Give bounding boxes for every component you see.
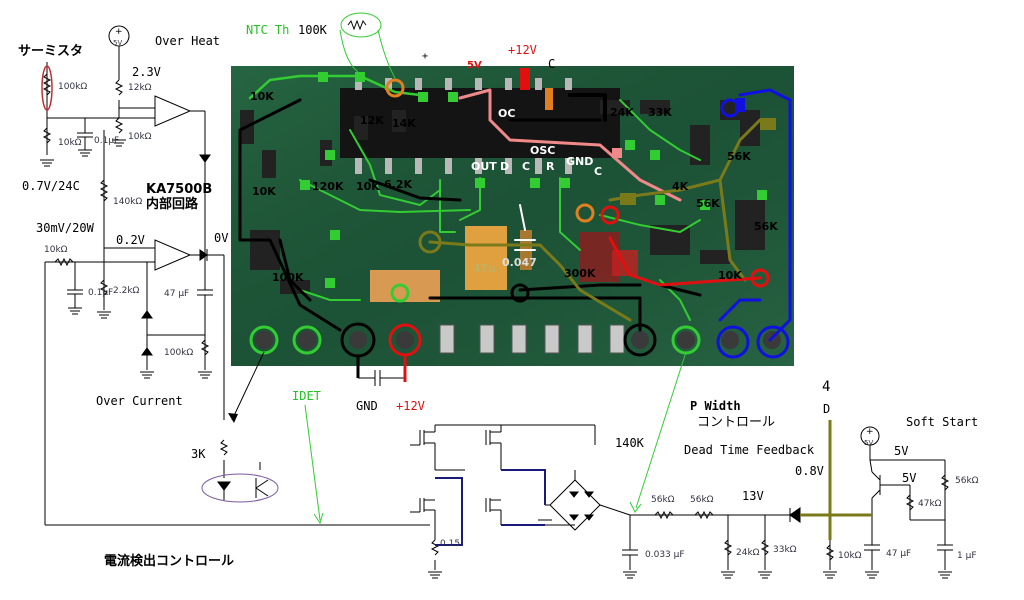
r10k-a-label: 10kΩ [58, 138, 82, 148]
r24k-label: 24kΩ [736, 548, 760, 558]
r10k-c-label: 10kΩ [44, 245, 68, 255]
r2k2-label: 2.2kΩ [113, 286, 140, 296]
svg-text:+: + [115, 27, 123, 37]
r3k-label: 3K [191, 447, 206, 461]
r140k-label: 140kΩ [113, 197, 143, 207]
vcc-5v-right: 5V [864, 439, 874, 447]
left-schematic [40, 25, 420, 526]
pcb-c: C [522, 160, 531, 173]
c01b-label: 0.1μF [88, 288, 114, 298]
v13-label: 13V [742, 489, 764, 503]
soft-start-label: Soft Start [906, 415, 979, 429]
mv30-label: 30mV/20W [36, 221, 94, 235]
pcb-c47u: 47u [473, 262, 497, 275]
r33k-label: 33kΩ [773, 545, 797, 555]
c47-label: 47 μF [164, 289, 190, 299]
over-current-label: Over Current [96, 394, 183, 408]
pcb-r56k-1: 56K [727, 150, 751, 163]
plus12v-bottom-label: +12V [396, 399, 425, 413]
v0-label: 0V [214, 231, 229, 245]
pcb-r10k-4: 10K [252, 185, 276, 198]
gnd-label: GND [356, 399, 378, 413]
pcb-r10k-1: 10K [250, 90, 274, 103]
v07-label: 0.7V/24C [22, 179, 80, 193]
d-label: D [823, 402, 831, 416]
num4-label: 4 [822, 379, 831, 395]
control-jp-label: コントロール [697, 415, 776, 430]
pcb-oc: OC [498, 107, 516, 120]
svg-text:+: + [866, 427, 874, 437]
r56k-b-label: 56kΩ [690, 495, 714, 505]
pcb-r24k: 24K [610, 106, 634, 119]
plus-sign: + [422, 51, 429, 62]
ntc-label: NTC Th [246, 23, 290, 37]
pcb-r62: 6.2K [384, 178, 413, 191]
r100k-thermistor-label: 100kΩ [58, 82, 88, 92]
c47b-label: 47 μF [886, 549, 912, 559]
pcb-out: OUT [471, 160, 497, 173]
r015-label: 0.15! [440, 539, 464, 549]
pcb-r14k: 14K [392, 117, 416, 130]
current-control-label: 電流検出コントロール [104, 554, 235, 569]
r12k-label: 12kΩ [128, 83, 152, 93]
pcb-photo [231, 66, 794, 366]
c-top-label: C [548, 57, 556, 71]
r100k-b-label: 100kΩ [164, 348, 194, 358]
pcb-5v: 5V [467, 60, 482, 71]
pcb-osc: OSC [530, 144, 556, 157]
c1u-label: 1 μF [957, 551, 977, 561]
plus12v-top-label: +12V [508, 43, 537, 57]
r10k-d-label: 10kΩ [838, 551, 862, 561]
c0033-label: 0.033 μF [645, 550, 685, 560]
internal-circuit-label: 内部回路 [146, 197, 199, 212]
vcc-5v-left: 5V [113, 39, 123, 47]
pcb-r120k: 120K [312, 180, 344, 193]
pcb-r33k: 33K [648, 106, 672, 119]
v02-label: 0.2V [116, 233, 145, 247]
r140k-b-label: 140K [615, 436, 644, 450]
v5a-label: 5V [894, 444, 909, 458]
pcb-r12k: 12K [360, 114, 384, 127]
ntc-value-label: 100K [298, 23, 327, 37]
pcb-r10k-2: 10K [356, 180, 380, 193]
pcb-r10k-3: 10K [718, 269, 742, 282]
pcb-r56k-2: 56K [696, 197, 720, 210]
r47k-label: 47kΩ [918, 499, 942, 509]
v23-label: 2.3V [132, 65, 161, 79]
pcb-r300k: 300K [564, 267, 596, 280]
pcb-d: D [500, 160, 510, 173]
pcb-r4k: 4K [672, 180, 689, 193]
dead-time-label: Dead Time Feedback [684, 443, 815, 457]
capacitor-47u [465, 226, 507, 290]
thermistor-label: サーミスタ [18, 44, 84, 59]
p-width-label: P Width [690, 399, 741, 413]
pcb-c0047: 0.047 [502, 256, 537, 269]
pcb-r: R [546, 160, 555, 173]
idet-label: IDET [292, 389, 321, 403]
over-heat-label: Over Heat [155, 34, 221, 48]
r10k-b-label: 10kΩ [128, 132, 152, 142]
r56k-a-label: 56kΩ [651, 495, 675, 505]
pcb-gnd: GND [566, 155, 594, 168]
mosfet-bridge [410, 424, 953, 579]
c01-label: 0.1μF [94, 136, 120, 146]
pcb-r100k: 100K [272, 271, 304, 284]
r56k-c-label: 56kΩ [955, 476, 979, 486]
pcb-r56k-3: 56K [754, 220, 778, 233]
pcb-c2: C [594, 165, 603, 178]
v08-label: 0.8V [795, 464, 824, 478]
ka7500b-label: KA7500B [146, 182, 213, 197]
v5b-label: 5V [902, 471, 917, 485]
ic-chip [340, 88, 620, 158]
